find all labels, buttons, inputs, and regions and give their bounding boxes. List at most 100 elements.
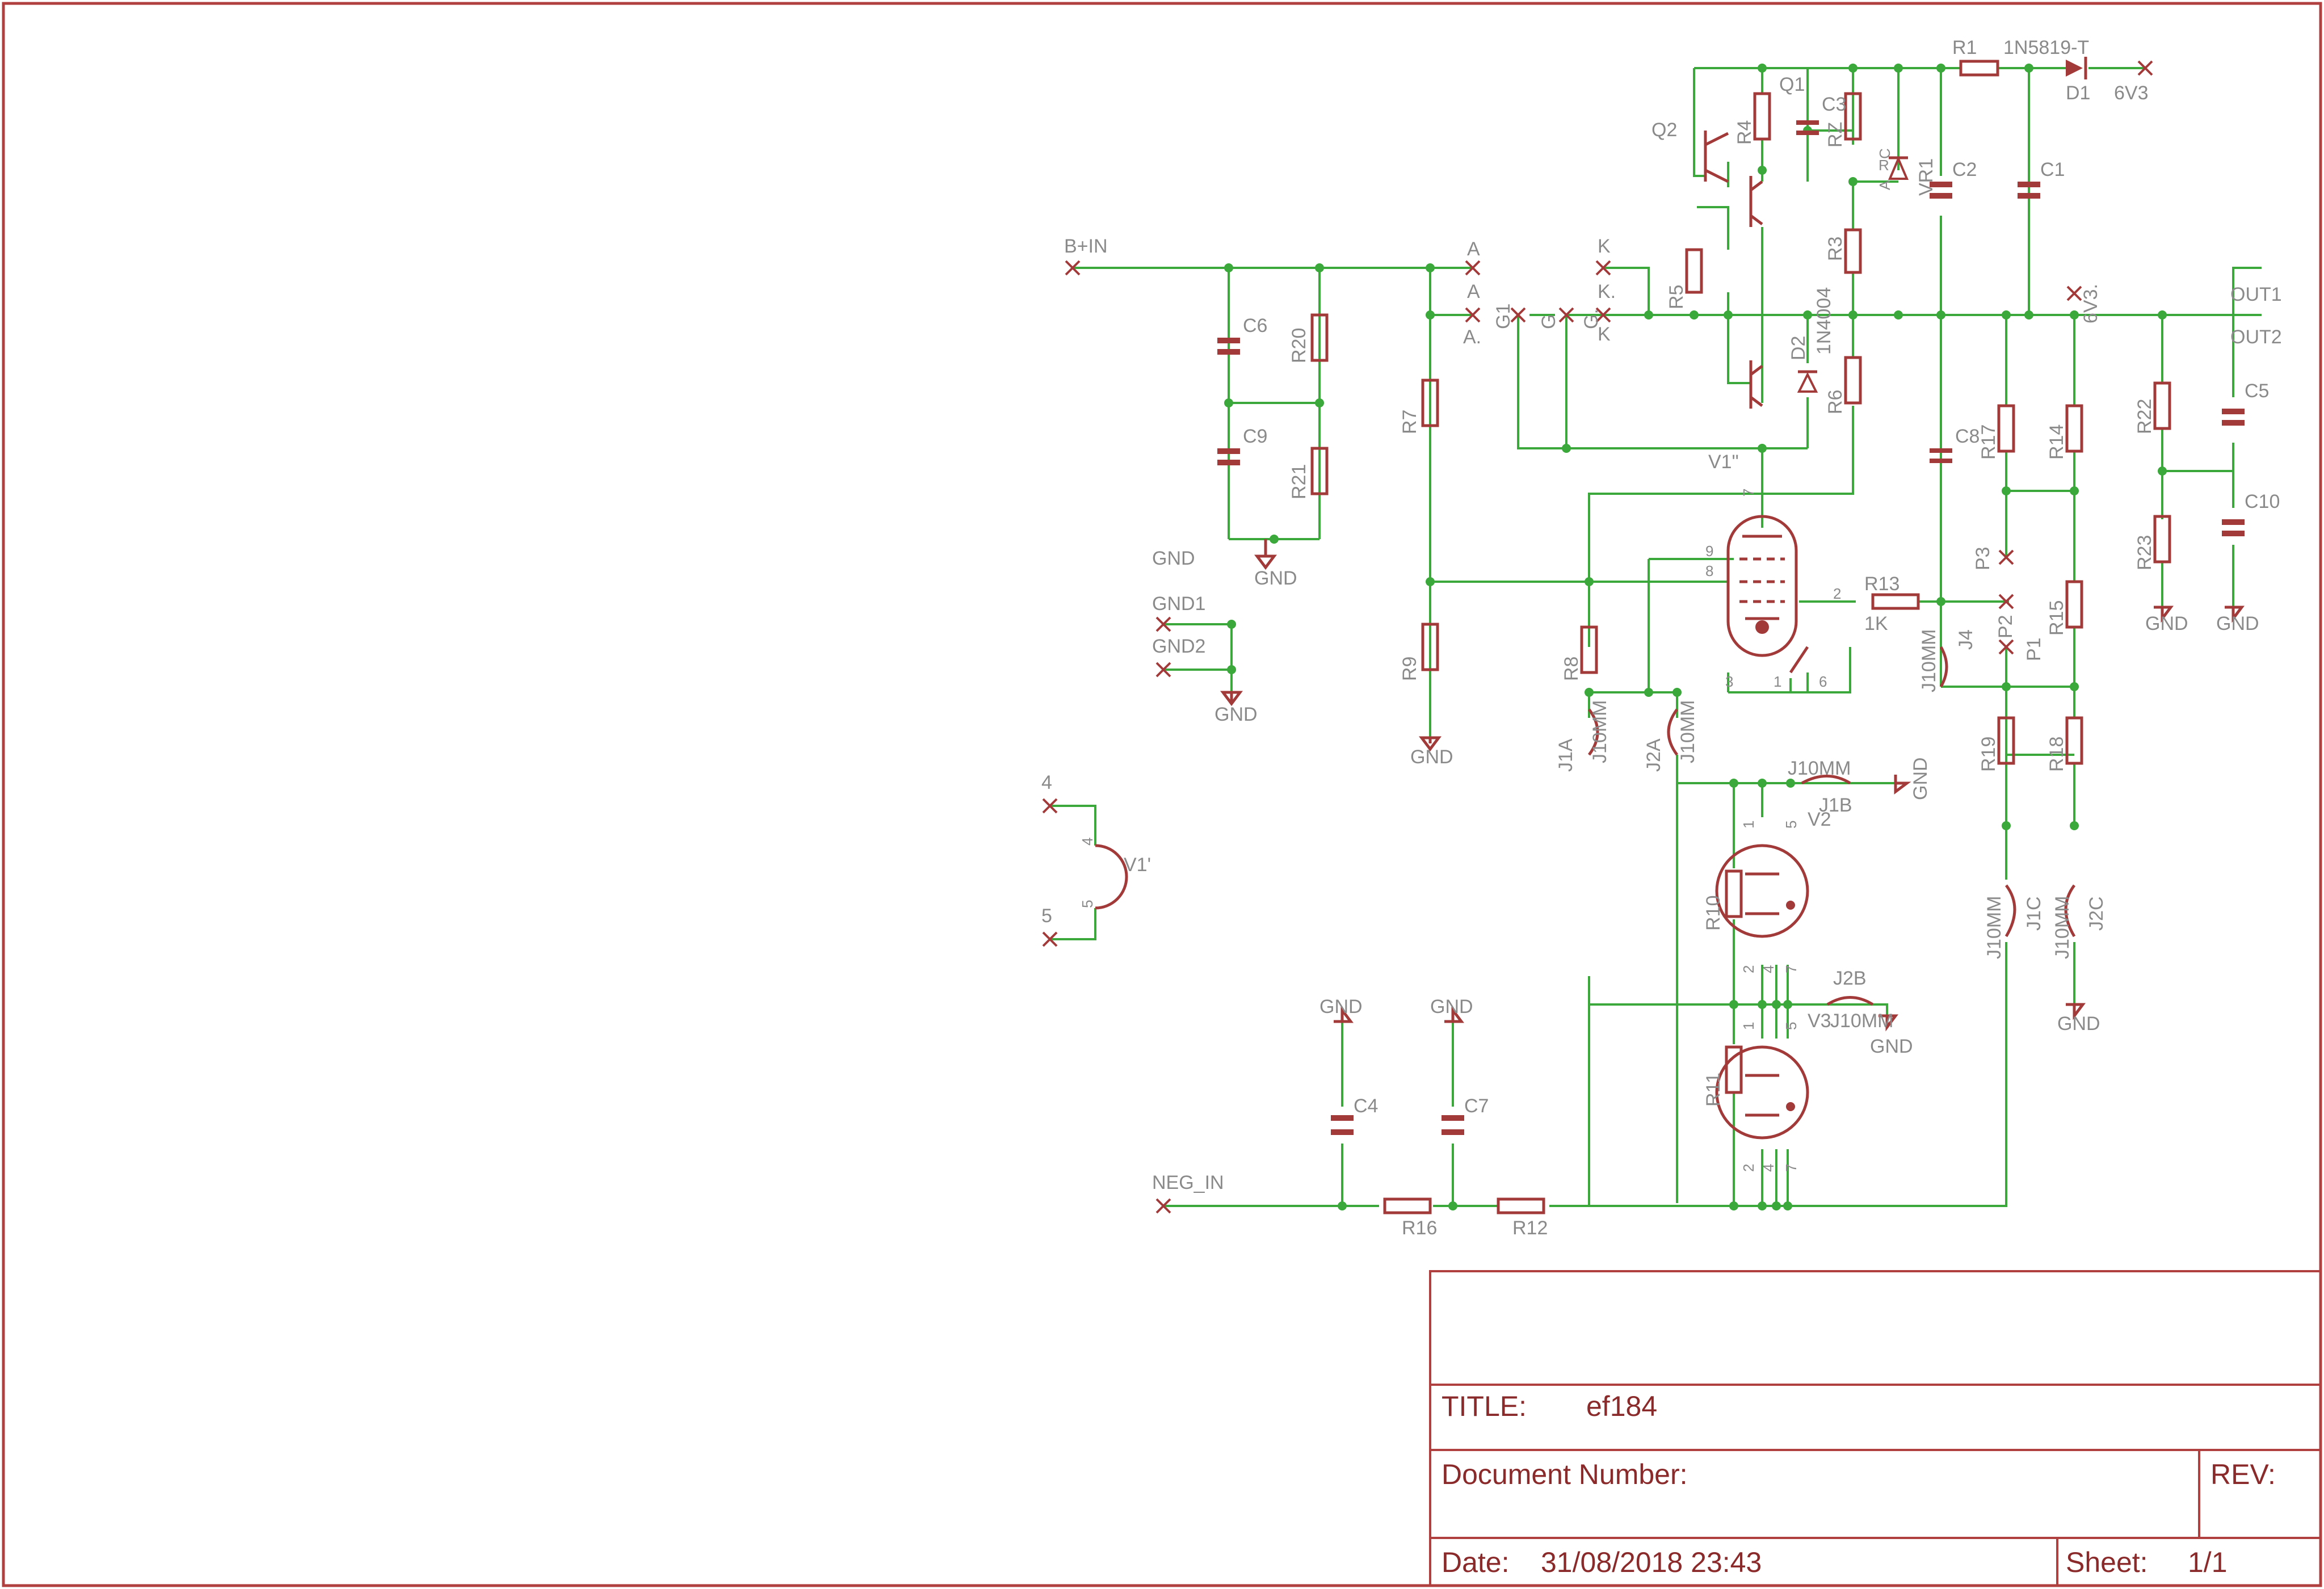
net-neg-in: NEG_IN <box>1152 1172 1224 1193</box>
tube-v1-cathode <box>1755 620 1769 634</box>
capacitor-c4 <box>1331 1115 1354 1135</box>
pin-v1-6: 6 <box>1819 673 1827 690</box>
label-c1: C1 <box>2040 159 2065 180</box>
net-out2: OUT2 <box>2230 326 2282 348</box>
net-4: 4 <box>1041 772 1052 793</box>
label-d2-value: 1N4004 <box>1813 287 1835 355</box>
label-c8: C8 <box>1955 426 1980 447</box>
label-d1-value: 1N5819-T <box>2003 37 2089 58</box>
resistor-r15 <box>2065 580 2083 629</box>
net-k-1: K <box>1598 236 1611 257</box>
label-r5: R5 <box>1666 285 1687 309</box>
net-gnd-e: GND <box>2216 613 2259 634</box>
label-j1c: J1C <box>2023 897 2045 931</box>
label-j2a: J2A <box>1643 738 1665 772</box>
label-r21: R21 <box>1288 464 1310 499</box>
pin-v2-5: 5 <box>1783 821 1800 829</box>
pin-v1p-5: 5 <box>1079 900 1096 908</box>
pin-v1-3: 3 <box>1725 673 1733 690</box>
title-block <box>1429 1270 2322 1587</box>
label-r19: R19 <box>1978 737 1999 772</box>
sheet-label: Sheet: <box>2066 1546 2148 1578</box>
net-p1: P1 <box>2023 637 2045 661</box>
resistor-r22 <box>2153 381 2171 430</box>
resistor-r9 <box>1421 623 1439 671</box>
capacitor-c6 <box>1217 338 1240 355</box>
label-j10mm-j1c: J10MM <box>1983 896 2005 959</box>
pin-v3-5: 5 <box>1783 1022 1800 1030</box>
label-c7: C7 <box>1464 1095 1489 1117</box>
label-j2b: J2B <box>1833 968 1867 989</box>
capacitor-c9 <box>1217 448 1240 465</box>
capacitors <box>1217 120 2245 1135</box>
resistor-rz <box>1844 92 1862 141</box>
net-gnd-a: GND <box>1214 704 1258 725</box>
label-c10: C10 <box>2245 491 2280 512</box>
wires <box>1050 67 2262 1207</box>
net-gnd1: GND1 <box>1152 593 1205 615</box>
label-v2: V2 <box>1808 809 1831 830</box>
date-label: Date: <box>1442 1546 1510 1578</box>
label-c5: C5 <box>2245 380 2269 402</box>
resistor-r4 <box>1753 92 1771 141</box>
net-gnd-i: GND <box>1319 996 1363 1018</box>
resistor-r19 <box>1997 716 2015 765</box>
resistor-r13 <box>1871 593 1920 610</box>
capacitor-c2 <box>1930 182 1952 199</box>
net-a-2: A <box>1467 281 1480 302</box>
capacitor-c5 <box>2222 409 2245 426</box>
label-d2: D2 <box>1788 336 1809 360</box>
pin-vr1-a: A <box>1876 180 1893 190</box>
label-r13-value: 1K <box>1864 613 1888 634</box>
capacitor-c10 <box>2222 519 2245 536</box>
label-r12: R12 <box>1512 1217 1548 1239</box>
net-b-in: B+IN <box>1064 236 1108 257</box>
label-vr1: VR1 <box>1915 158 1937 196</box>
tube-v2-dot <box>1786 901 1795 910</box>
label-r10: R10 <box>1703 896 1724 931</box>
net-gnd2: GND2 <box>1152 636 1205 657</box>
doc-number-label: Document Number: <box>1442 1458 1688 1490</box>
label-r3: R3 <box>1825 237 1846 261</box>
label-r4: R4 <box>1734 120 1755 145</box>
net-p3: P3 <box>1972 547 1994 570</box>
label-c4: C4 <box>1354 1095 1378 1117</box>
tube-v3-dot <box>1786 1102 1795 1111</box>
pin-v2-2: 2 <box>1740 965 1757 973</box>
net-k-2: K <box>1598 323 1611 345</box>
pin-vr1-r: R <box>1878 157 1889 174</box>
label-r14: R14 <box>2046 424 2067 460</box>
pin-v1p-4: 4 <box>1079 838 1096 846</box>
label-v1p: V1' <box>1124 854 1151 876</box>
net-g: G <box>1538 314 1560 329</box>
diode-d1 <box>2066 57 2087 79</box>
pin-v1-2: 2 <box>1833 585 1841 602</box>
net-g-dot: G. <box>1581 309 1602 329</box>
label-j1a: J1A <box>1555 738 1577 772</box>
resistor-r10 <box>1725 869 1743 918</box>
capacitor-c7 <box>1442 1115 1464 1135</box>
tube-v1 <box>1726 515 1809 674</box>
label-r22: R22 <box>2134 399 2155 434</box>
label-j1b: J1B <box>1819 794 1852 816</box>
net-5: 5 <box>1041 905 1052 927</box>
net-gnd-c: GND <box>1410 746 1453 768</box>
jumpers <box>1587 646 2076 1006</box>
pin-v2-7: 7 <box>1783 965 1800 973</box>
pin-v3-2: 2 <box>1740 1164 1757 1172</box>
label-j10mm-j4: J10MM <box>1918 629 1940 692</box>
resistor-r18 <box>2065 716 2083 765</box>
title-value: ef184 <box>1586 1390 1657 1422</box>
label-r18: R18 <box>2046 737 2067 772</box>
pin-v3-4: 4 <box>1760 1164 1777 1172</box>
label-c3: C3 <box>1822 94 1846 115</box>
label-r9: R9 <box>1399 657 1421 681</box>
resistor-r20 <box>1310 313 1329 362</box>
net-gnd-h: GND <box>1910 757 1931 800</box>
label-v3: V3 <box>1808 1010 1831 1032</box>
resistor-r7 <box>1421 379 1439 427</box>
capacitor-c8 <box>1930 448 1952 463</box>
label-d1: D1 <box>2066 82 2090 104</box>
